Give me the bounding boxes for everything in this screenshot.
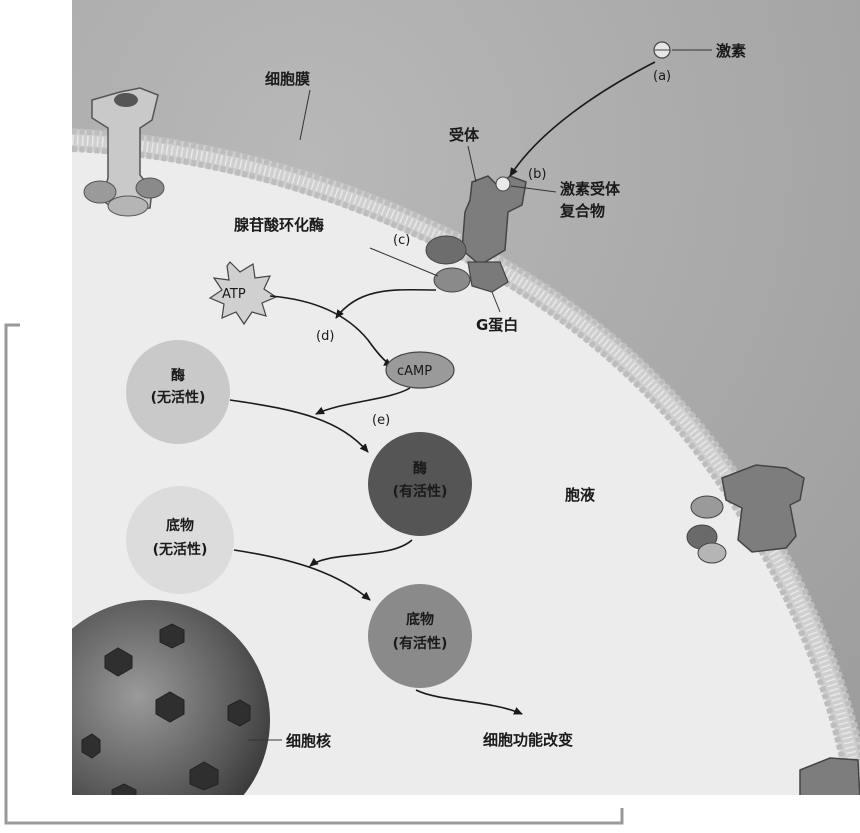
arrow-enzyme-to-substrate [309,539,413,567]
substrate-active-line1: 底物 [406,611,434,628]
frame-bracket [4,323,624,825]
arrow-cyclase-branch [335,288,437,319]
receptor-complex [425,175,527,293]
arrow-hormone-to-receptor [509,61,656,177]
step-e-label: (e) [372,413,390,428]
arrow-camp-to-enzyme [315,387,411,415]
receptor-label: 受体 [449,126,480,144]
enzyme-active-line2: (有活性) [393,483,448,500]
membrane-protein-right [686,464,805,564]
membrane-protein-bottom [799,757,860,795]
substrate-inactive-line2: (无活性) [153,541,208,558]
g-protein-label: G蛋白 [476,316,518,334]
membrane-protein-left [83,87,165,217]
adenylate-cyclase-label: 腺苷酸环化酶 [234,216,324,234]
hormone-molecule [653,41,712,59]
enzyme-inactive-line2: (无活性) [151,389,206,406]
function-change-label: 细胞功能改变 [483,731,573,749]
substrate-inactive-line1: 底物 [166,517,194,534]
complex-label-line1: 激素受体 [560,180,621,198]
cell-membrane [72,128,860,795]
camp-molecule [385,351,455,389]
enzyme-inactive-line1: 酶 [171,367,185,384]
atp-label: ATP [222,287,246,302]
arrow-to-function-change [415,689,523,715]
camp-label: cAMP [397,364,432,379]
nucleus-label: 细胞核 [286,732,331,750]
complex-label-line2: 复合物 [559,202,605,220]
enzyme-active-line1: 酶 [413,460,427,477]
substrate-inactive [126,486,234,594]
substrate-active [368,584,472,688]
step-a-label: (a) [653,69,671,84]
step-c-label: (c) [393,233,410,248]
cytosol-label: 胞液 [564,486,596,504]
arrow-substrate-activation [233,549,371,601]
step-d-label: (d) [316,329,334,344]
cell-membrane-label: 细胞膜 [265,70,310,88]
hormone-label: 激素 [716,42,746,60]
atp-molecule [208,261,278,326]
arrow-enzyme-activation [229,399,369,453]
enzyme-active [368,432,472,536]
step-b-label: (b) [528,167,546,182]
cell-nucleus [72,600,270,795]
enzyme-inactive [126,340,230,444]
arrow-atp-to-camp [269,295,393,367]
substrate-active-line2: (有活性) [393,635,448,652]
